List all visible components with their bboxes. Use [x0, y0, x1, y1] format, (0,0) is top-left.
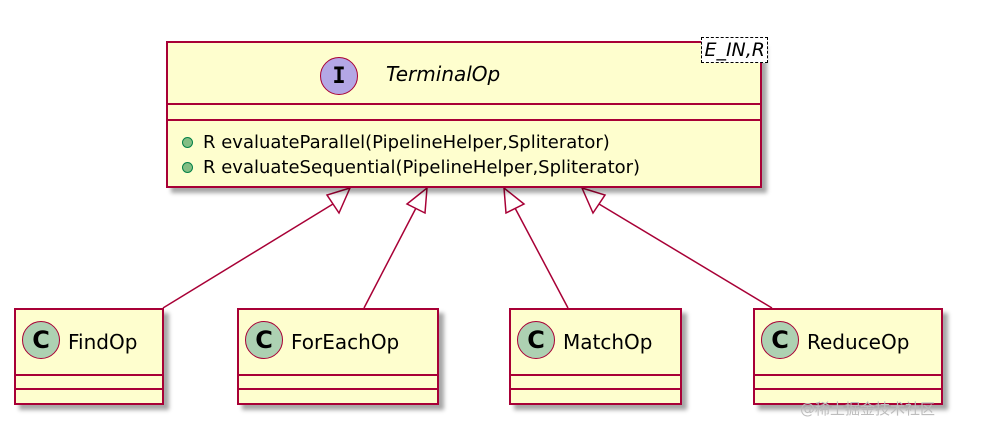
class-stereotype-icon: C — [245, 321, 283, 359]
arrow-matchop — [514, 207, 569, 309]
interface-header: I TerminalOp — [168, 43, 760, 103]
arrow-reduceop — [598, 203, 773, 309]
divider — [755, 388, 941, 390]
arrowhead-matchop — [503, 186, 526, 215]
class-foreachop[interactable]: C ForEachOp — [237, 308, 439, 405]
interface-terminalop[interactable]: I TerminalOp E_IN,R R evaluateParallel(P… — [166, 37, 768, 188]
divider — [16, 374, 162, 376]
class-stereotype-icon: C — [761, 321, 799, 359]
arrow-foreachop — [363, 207, 417, 309]
class-stereotype-icon: C — [22, 321, 60, 359]
class-stereotype-icon: C — [517, 321, 555, 359]
method-signature: R evaluateSequential(PipelineHelper,Spli… — [203, 156, 641, 178]
arrow-findop — [162, 203, 334, 309]
class-reduceop[interactable]: C ReduceOp — [753, 308, 943, 405]
class-matchop[interactable]: C MatchOp — [509, 308, 682, 405]
divider — [168, 119, 760, 121]
class-findop[interactable]: C FindOp — [14, 308, 164, 405]
class-name: ForEachOp — [291, 330, 400, 354]
divider — [168, 103, 760, 105]
divider — [755, 374, 941, 376]
arrowhead-reduceop — [580, 186, 607, 215]
public-method-icon — [182, 136, 193, 148]
watermark: @稀土掘金技术社区 — [800, 400, 936, 418]
public-method-icon — [182, 161, 193, 173]
interface-stereotype-icon: I — [320, 57, 358, 95]
divider — [239, 374, 437, 376]
arrowhead-foreachop — [405, 186, 428, 215]
method-signature: R evaluateParallel(PipelineHelper,Splite… — [203, 131, 610, 153]
method-evaluate-sequential: R evaluateSequential(PipelineHelper,Spli… — [182, 156, 640, 178]
divider — [16, 388, 162, 390]
divider — [511, 374, 680, 376]
arrowhead-findop — [325, 186, 352, 215]
class-name: FindOp — [68, 330, 138, 354]
class-name: MatchOp — [563, 330, 653, 354]
class-name: ReduceOp — [807, 330, 910, 354]
interface-name: TerminalOp — [386, 62, 501, 86]
generic-params: E_IN,R — [701, 37, 768, 63]
divider — [511, 388, 680, 390]
method-evaluate-parallel: R evaluateParallel(PipelineHelper,Splite… — [182, 131, 610, 153]
divider — [239, 388, 437, 390]
